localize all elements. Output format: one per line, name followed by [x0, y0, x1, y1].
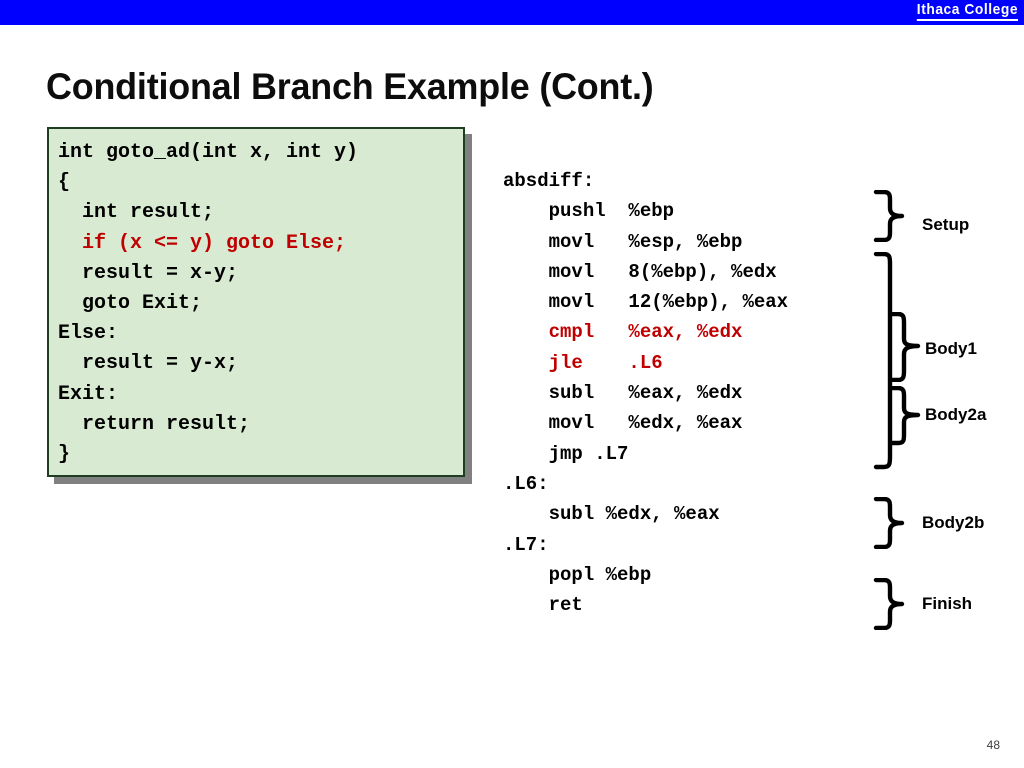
asm-code-line-1: pushl %ebp: [503, 200, 675, 223]
c-code-line-8: Exit:: [58, 382, 119, 406]
annotation-label-body2a: Body2a: [925, 405, 987, 424]
brace-body1: [888, 312, 922, 382]
asm-code-line-14: ret: [503, 594, 583, 617]
asm-code-line-6: jle .L6: [503, 351, 663, 374]
annotation-label-body1: Body1: [925, 339, 977, 358]
page-title: Conditional Branch Example (Cont.): [46, 66, 654, 107]
c-code-line-4: result = x-y;: [58, 261, 239, 285]
c-source-code-box: int goto_ad(int x, int y) { int result; i…: [47, 127, 465, 477]
assembly-code-lines: absdiff: pushl %ebp movl %esp, %ebp movl…: [503, 166, 788, 620]
asm-code-line-11: subl %edx, %eax: [503, 503, 720, 526]
c-code-line-7: result = y-x;: [58, 352, 239, 376]
page-number: 48: [986, 738, 1000, 752]
brace-body-outer: [872, 252, 906, 474]
c-code-line-10: }: [58, 443, 71, 467]
c-code-line-5: goto Exit;: [58, 292, 203, 316]
brace-setup: [872, 190, 906, 242]
asm-code-line-4: movl 12(%ebp), %eax: [503, 291, 789, 314]
c-code-line-3: if (x <= y) goto Else;: [58, 231, 347, 255]
asm-code-line-3: movl 8(%ebp), %edx: [503, 260, 777, 283]
asm-code-line-13: popl %ebp: [503, 563, 652, 586]
c-code-line-1: {: [58, 171, 71, 195]
brace-body2b: [872, 497, 906, 549]
annotation-label-body2b: Body2b: [922, 513, 985, 532]
brace-finish: [872, 578, 906, 630]
ithaca-college-logo: Ithaca College: [916, 1, 1018, 21]
c-code-line-9: return result;: [58, 412, 251, 436]
c-code-line-0: int goto_ad(int x, int y): [58, 141, 359, 164]
c-source-code-lines: int goto_ad(int x, int y) { int result; i…: [58, 138, 358, 470]
c-code-line-2: int result;: [58, 201, 215, 225]
asm-code-line-2: movl %esp, %ebp: [503, 230, 743, 253]
brace-body2a: [888, 386, 922, 446]
asm-code-line-8: movl %edx, %eax: [503, 412, 743, 435]
asm-code-line-12: .L7:: [503, 533, 549, 556]
annotation-label-finish: Finish: [922, 594, 973, 613]
asm-code-line-0: absdiff:: [503, 170, 595, 192]
asm-code-line-10: .L6:: [503, 472, 549, 495]
c-code-line-6: Else:: [58, 322, 119, 346]
top-banner: Ithaca College: [0, 0, 1024, 25]
annotation-label-setup: Setup: [922, 215, 970, 234]
asm-code-line-7: subl %eax, %edx: [503, 382, 743, 405]
asm-code-line-5: cmpl %eax, %edx: [503, 321, 743, 344]
asm-code-line-9: jmp .L7: [503, 442, 629, 465]
